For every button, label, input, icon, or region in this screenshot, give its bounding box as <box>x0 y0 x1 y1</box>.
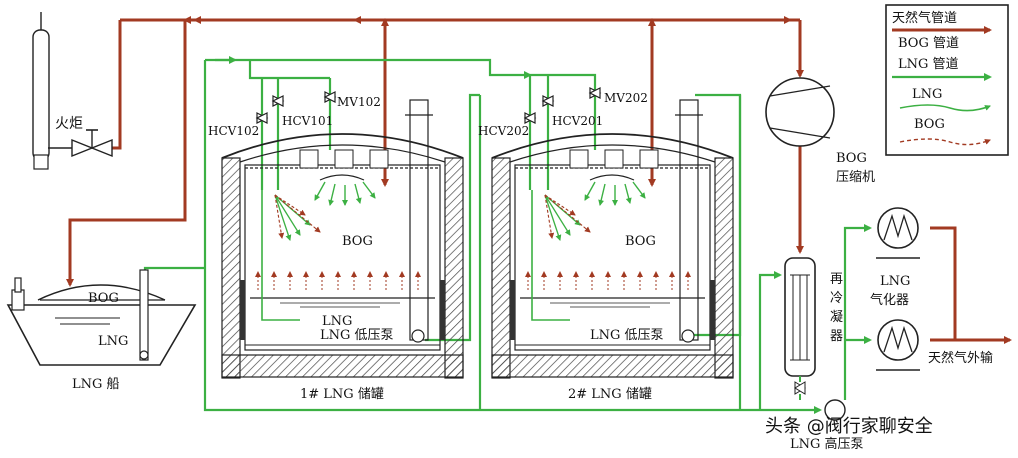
hp-pump-icon <box>824 399 846 421</box>
hp-pump: LNG 高压泵 <box>790 399 864 452</box>
compressor-label-2: 压缩机 <box>836 169 875 185</box>
hcv201-label: HCV201 <box>552 114 603 128</box>
flare-valve-icon <box>71 138 94 158</box>
vaporizer-label-1: LNG <box>880 274 910 289</box>
legend-lng-flow-label: LNG <box>912 87 942 102</box>
vaporizer-2-icon <box>877 319 919 361</box>
tank1-valves <box>255 91 337 124</box>
ship-bog-label: BOG <box>88 291 119 306</box>
ship-lng-label: LNG <box>98 334 128 349</box>
recondenser: 再冷凝器 <box>784 257 843 400</box>
export-label: 天然气外输 <box>928 350 993 366</box>
tank2-name-label: 2# LNG 储罐 <box>568 387 652 402</box>
recondenser-label-char: 再 <box>830 272 843 287</box>
recondenser-label-char: 凝 <box>830 309 843 325</box>
vaporizer-label-2: 气化器 <box>870 292 909 308</box>
recondenser-label-char: 器 <box>830 329 843 344</box>
hcv101-label: HCV101 <box>282 114 333 128</box>
lng-ship: BOG LNG LNG 船 <box>6 269 197 392</box>
ship-bog-return <box>66 20 187 287</box>
hcv102-label: HCV102 <box>208 124 259 138</box>
vaporizers: LNG 气化器 天然气外输 <box>870 207 993 371</box>
ship-name-label: LNG 船 <box>72 377 120 392</box>
lng-main-left <box>203 60 480 412</box>
legend-lng-pipe-label: LNG 管道 <box>898 57 959 72</box>
hp-pump-label: LNG 高压泵 <box>790 436 864 452</box>
export-gas-line <box>930 226 1012 344</box>
compressor-label-1: BOG <box>836 151 867 166</box>
flare-line <box>103 20 122 152</box>
legend-box: 天然气管道 BOG 管道 LNG 管道 LNG BOG <box>885 4 1009 156</box>
lng-tank-2: BOG LNG 低压泵 2# LNG 储罐 <box>491 99 734 402</box>
tank2-valves <box>523 87 602 124</box>
tank1-pump-label: LNG 低压泵 <box>320 328 394 343</box>
mv102-label: MV102 <box>337 95 381 109</box>
legend-bog-flow-swatch <box>899 138 991 146</box>
vaporizer-1-icon <box>877 207 919 249</box>
watermark-text: 头条 @阀行家聊安全 <box>765 416 933 437</box>
legend-bog-flow-label: BOG <box>914 117 945 132</box>
tank1-name-label: 1# LNG 储罐 <box>300 387 384 402</box>
recondenser-label-char: 冷 <box>830 291 843 306</box>
legend-lng-flow-swatch <box>899 104 991 112</box>
tank1-bog-label: BOG <box>342 234 373 249</box>
tank2-pump-icon <box>681 329 695 343</box>
bog-compressor: BOG 压缩机 <box>765 77 875 185</box>
legend-gas-pipe-label: 天然气管道 <box>892 10 957 26</box>
tank2-pump-label: LNG 低压泵 <box>590 328 664 343</box>
mv202-label: MV202 <box>604 91 648 105</box>
tank1-pump-icon <box>411 329 425 343</box>
tank2-bog-label: BOG <box>625 234 656 249</box>
lng-tank-1: BOG LNG LNG 低压泵 1# LNG 储罐 <box>221 99 464 402</box>
flare-stack: 火炬 <box>32 12 113 170</box>
hcv202-label: HCV202 <box>478 124 529 138</box>
flare-label: 火炬 <box>55 116 83 132</box>
tank1-lng-label: LNG <box>322 314 352 329</box>
legend-bog-pipe-label: BOG 管道 <box>898 36 959 51</box>
compressor-icon <box>765 77 835 147</box>
recondenser-label: 再冷凝器 <box>830 272 843 344</box>
